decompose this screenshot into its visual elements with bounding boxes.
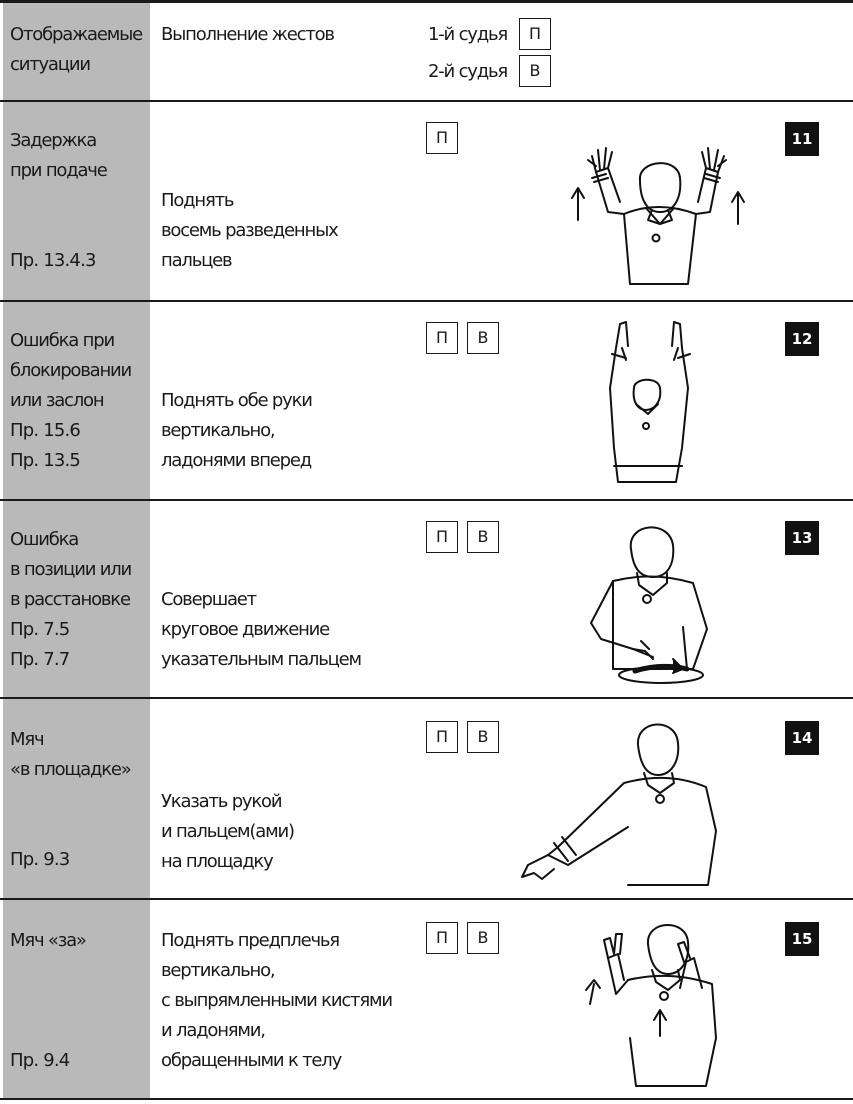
rule-reference: Пр. 13.4.3 bbox=[10, 250, 96, 271]
referee1-code-box: П bbox=[519, 18, 551, 50]
gesture-description: Указать рукой и пальцем(ами) на площадку bbox=[161, 791, 295, 872]
referee-box-first: П bbox=[426, 322, 458, 354]
gesture-row: Ошибка в позиции или в расстановке Пр. 7… bbox=[0, 501, 853, 699]
referee-box-second: В bbox=[467, 922, 499, 954]
situation-text: Ошибка в позиции или в расстановке bbox=[10, 529, 132, 610]
referee-box-second: В bbox=[467, 521, 499, 553]
referee2-code-box: В bbox=[519, 55, 551, 87]
situation-text: Мяч «в площадке» bbox=[10, 729, 132, 780]
referee-box-first: П bbox=[426, 122, 458, 154]
gesture-number-badge: 11 bbox=[785, 122, 819, 156]
gesture-number-badge: 12 bbox=[785, 322, 819, 356]
gesture-row: Задержка при подаче Пр. 13.4.3 Поднять в… bbox=[0, 102, 853, 302]
two-hands-raised-fingers-spread-icon bbox=[568, 120, 748, 290]
situations-column-header-cell: Отображаемые ситуации bbox=[3, 3, 150, 100]
rule-reference: Пр. 9.4 bbox=[10, 1050, 70, 1071]
rule-reference: Пр. 15.6 Пр. 13.5 bbox=[10, 420, 81, 471]
circular-finger-motion-icon bbox=[583, 519, 713, 691]
gesture-row: Мяч «за» Пр. 9.4 Поднять предплечья верт… bbox=[0, 900, 853, 1100]
situation-cell: Мяч «в площадке» Пр. 9.3 bbox=[3, 699, 150, 898]
forearms-raised-palms-inward-icon bbox=[576, 918, 726, 1090]
gesture-description: Совершает круговое движение указательным… bbox=[161, 589, 362, 670]
situation-cell: Мяч «за» Пр. 9.4 bbox=[3, 900, 150, 1098]
rule-reference: Пр. 9.3 bbox=[10, 849, 70, 870]
arms-raised-vertical-icon bbox=[596, 318, 706, 488]
gesture-row: Ошибка при блокировании или заслон Пр. 1… bbox=[0, 302, 853, 501]
top-rule bbox=[0, 0, 853, 3]
situation-cell: Ошибка при блокировании или заслон Пр. 1… bbox=[3, 302, 150, 499]
rule-reference: Пр. 7.5 Пр. 7.7 bbox=[10, 619, 70, 670]
gesture-description: Поднять восемь разведенных пальцев bbox=[161, 190, 339, 271]
referee1-label: 1-й судья bbox=[428, 24, 508, 45]
gestures-column-header: Выполнение жестов bbox=[161, 24, 335, 45]
situation-cell: Ошибка в позиции или в расстановке Пр. 7… bbox=[3, 501, 150, 697]
point-to-floor-icon bbox=[518, 717, 723, 889]
gesture-number-badge: 15 bbox=[785, 922, 819, 956]
referee-box-first: П bbox=[426, 922, 458, 954]
situations-column-header: Отображаемые ситуации bbox=[10, 24, 143, 75]
situation-text: Задержка при подаче bbox=[10, 130, 108, 181]
header-row: Отображаемые ситуации Выполнение жестов … bbox=[0, 3, 853, 102]
referee2-label: 2-й судья bbox=[428, 61, 508, 82]
gesture-row: Мяч «в площадке» Пр. 9.3 Указать рукой и… bbox=[0, 699, 853, 900]
gesture-number-badge: 13 bbox=[785, 521, 819, 555]
gesture-description: Поднять обе руки вертикально, ладонями в… bbox=[161, 390, 313, 471]
referee-box-first: П bbox=[426, 721, 458, 753]
situation-cell: Задержка при подаче Пр. 13.4.3 bbox=[3, 102, 150, 300]
situation-text: Ошибка при блокировании или заслон bbox=[10, 330, 132, 411]
gesture-description: Поднять предплечья вертикально, с выпрям… bbox=[161, 930, 393, 1071]
referee-box-second: В bbox=[467, 322, 499, 354]
referee-box-first: П bbox=[426, 521, 458, 553]
gesture-number-badge: 14 bbox=[785, 721, 819, 755]
referee-box-second: В bbox=[467, 721, 499, 753]
situation-text: Мяч «за» bbox=[10, 930, 87, 951]
